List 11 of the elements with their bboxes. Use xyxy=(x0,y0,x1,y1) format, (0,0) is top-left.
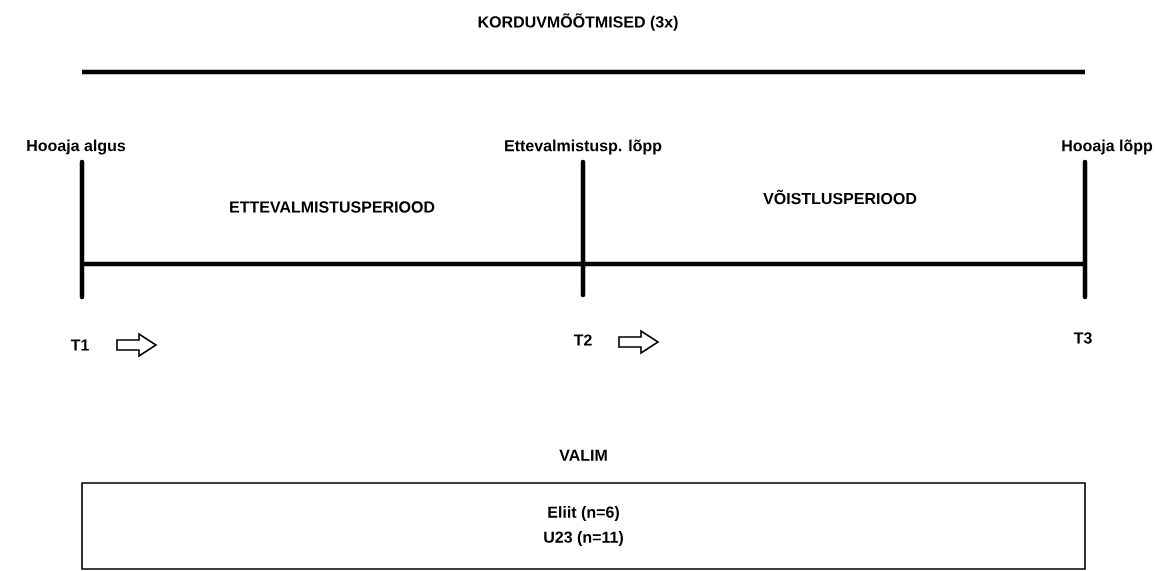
period-label: VÕISTLUSPERIOOD xyxy=(763,189,917,205)
time-point-label: Hooaja algus xyxy=(27,139,126,155)
time-point-label: Ettevalmistusp. lõpp xyxy=(505,139,662,155)
measurement-label: T1 xyxy=(70,339,89,351)
heading: VALIM xyxy=(559,449,607,461)
sample-box: Eliit (n=6) U23 (n=11) xyxy=(81,482,1086,570)
period-label: ETTEVALMISTUSPERIOOD xyxy=(230,201,435,213)
measurement-label: T2 xyxy=(573,334,592,346)
time-point-label: Hooaja lõpp xyxy=(1062,139,1153,155)
title: KORDUVMÕÕTMISED (3x) xyxy=(478,13,678,31)
measurement-label: T3 xyxy=(1073,332,1092,344)
